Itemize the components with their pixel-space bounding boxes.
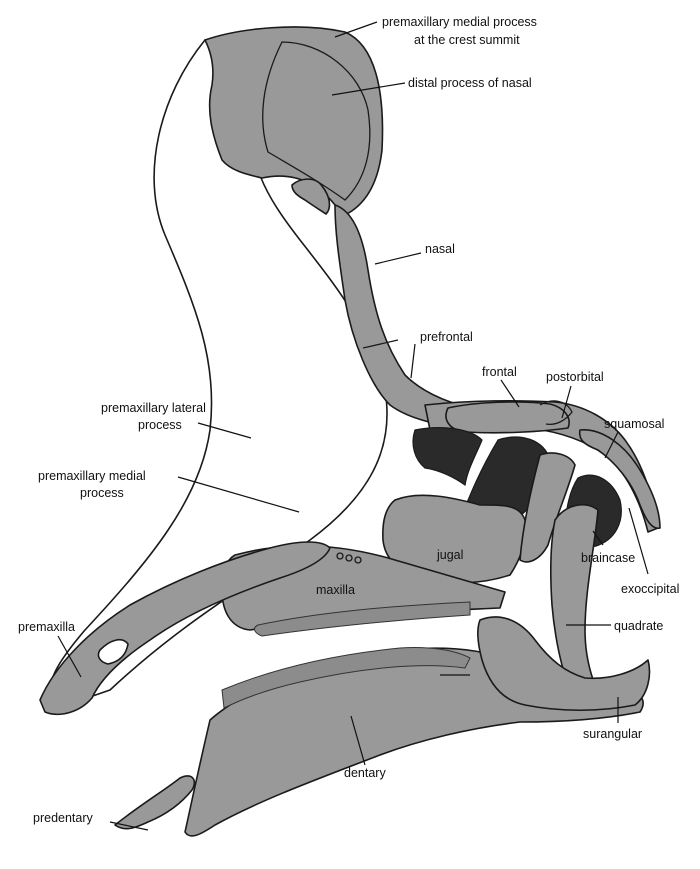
label-premaxillary-medial-crest-1: premaxillary medial process [382,15,537,29]
label-maxilla: maxilla [316,583,355,597]
premaxilla-notch [97,638,129,665]
postorbital-bar-shape [519,452,576,563]
antorbital-fenestra [412,427,483,487]
maxillary-teeth [254,601,471,637]
label-postorbital: postorbital [546,370,604,384]
label-premaxillary-medial-2: process [80,486,124,500]
label-nasal: nasal [425,242,455,256]
foramen-2 [345,554,353,562]
label-quadrate: quadrate [614,619,663,633]
crest-hook-shape [291,178,331,215]
label-exoccipital: exoccipital [621,582,679,596]
label-premaxillary-medial-crest-2: at the crest summit [414,33,520,47]
surangular-shape [477,616,651,712]
squamosal-shape [578,429,661,529]
leader-lines [57,21,649,831]
label-distal-process-nasal: distal process of nasal [408,76,532,90]
label-jugal: jugal [436,548,463,562]
label-premaxillary-medial-1: premaxillary medial [38,469,146,483]
label-premaxillary-lateral-1: premaxillary lateral [101,401,206,415]
label-prefrontal: prefrontal [420,330,473,344]
postorbital-outline [539,400,573,426]
label-premaxilla: premaxilla [18,620,75,634]
label-surangular: surangular [583,727,642,741]
label-frontal: frontal [482,365,517,379]
dentary-teeth [221,647,471,709]
distal-nasal-outline [262,41,371,201]
label-dentary: dentary [344,766,386,780]
label-premaxillary-lateral-2: process [138,418,182,432]
nasal-prefrontal-suture [362,339,399,349]
foramen-3 [354,556,362,564]
predentary-shape [114,775,196,830]
label-predentary: predentary [33,811,94,825]
quadrate-shape [549,504,599,691]
frontal-postorbital-shape [445,401,570,434]
label-squamosal: squamosal [604,417,664,431]
premaxilla-shape [39,541,331,716]
jugal-shape [382,494,527,584]
foramen-1 [336,552,344,560]
premaxillary-lateral-process-shape [49,39,388,709]
label-braincase: braincase [581,551,635,565]
